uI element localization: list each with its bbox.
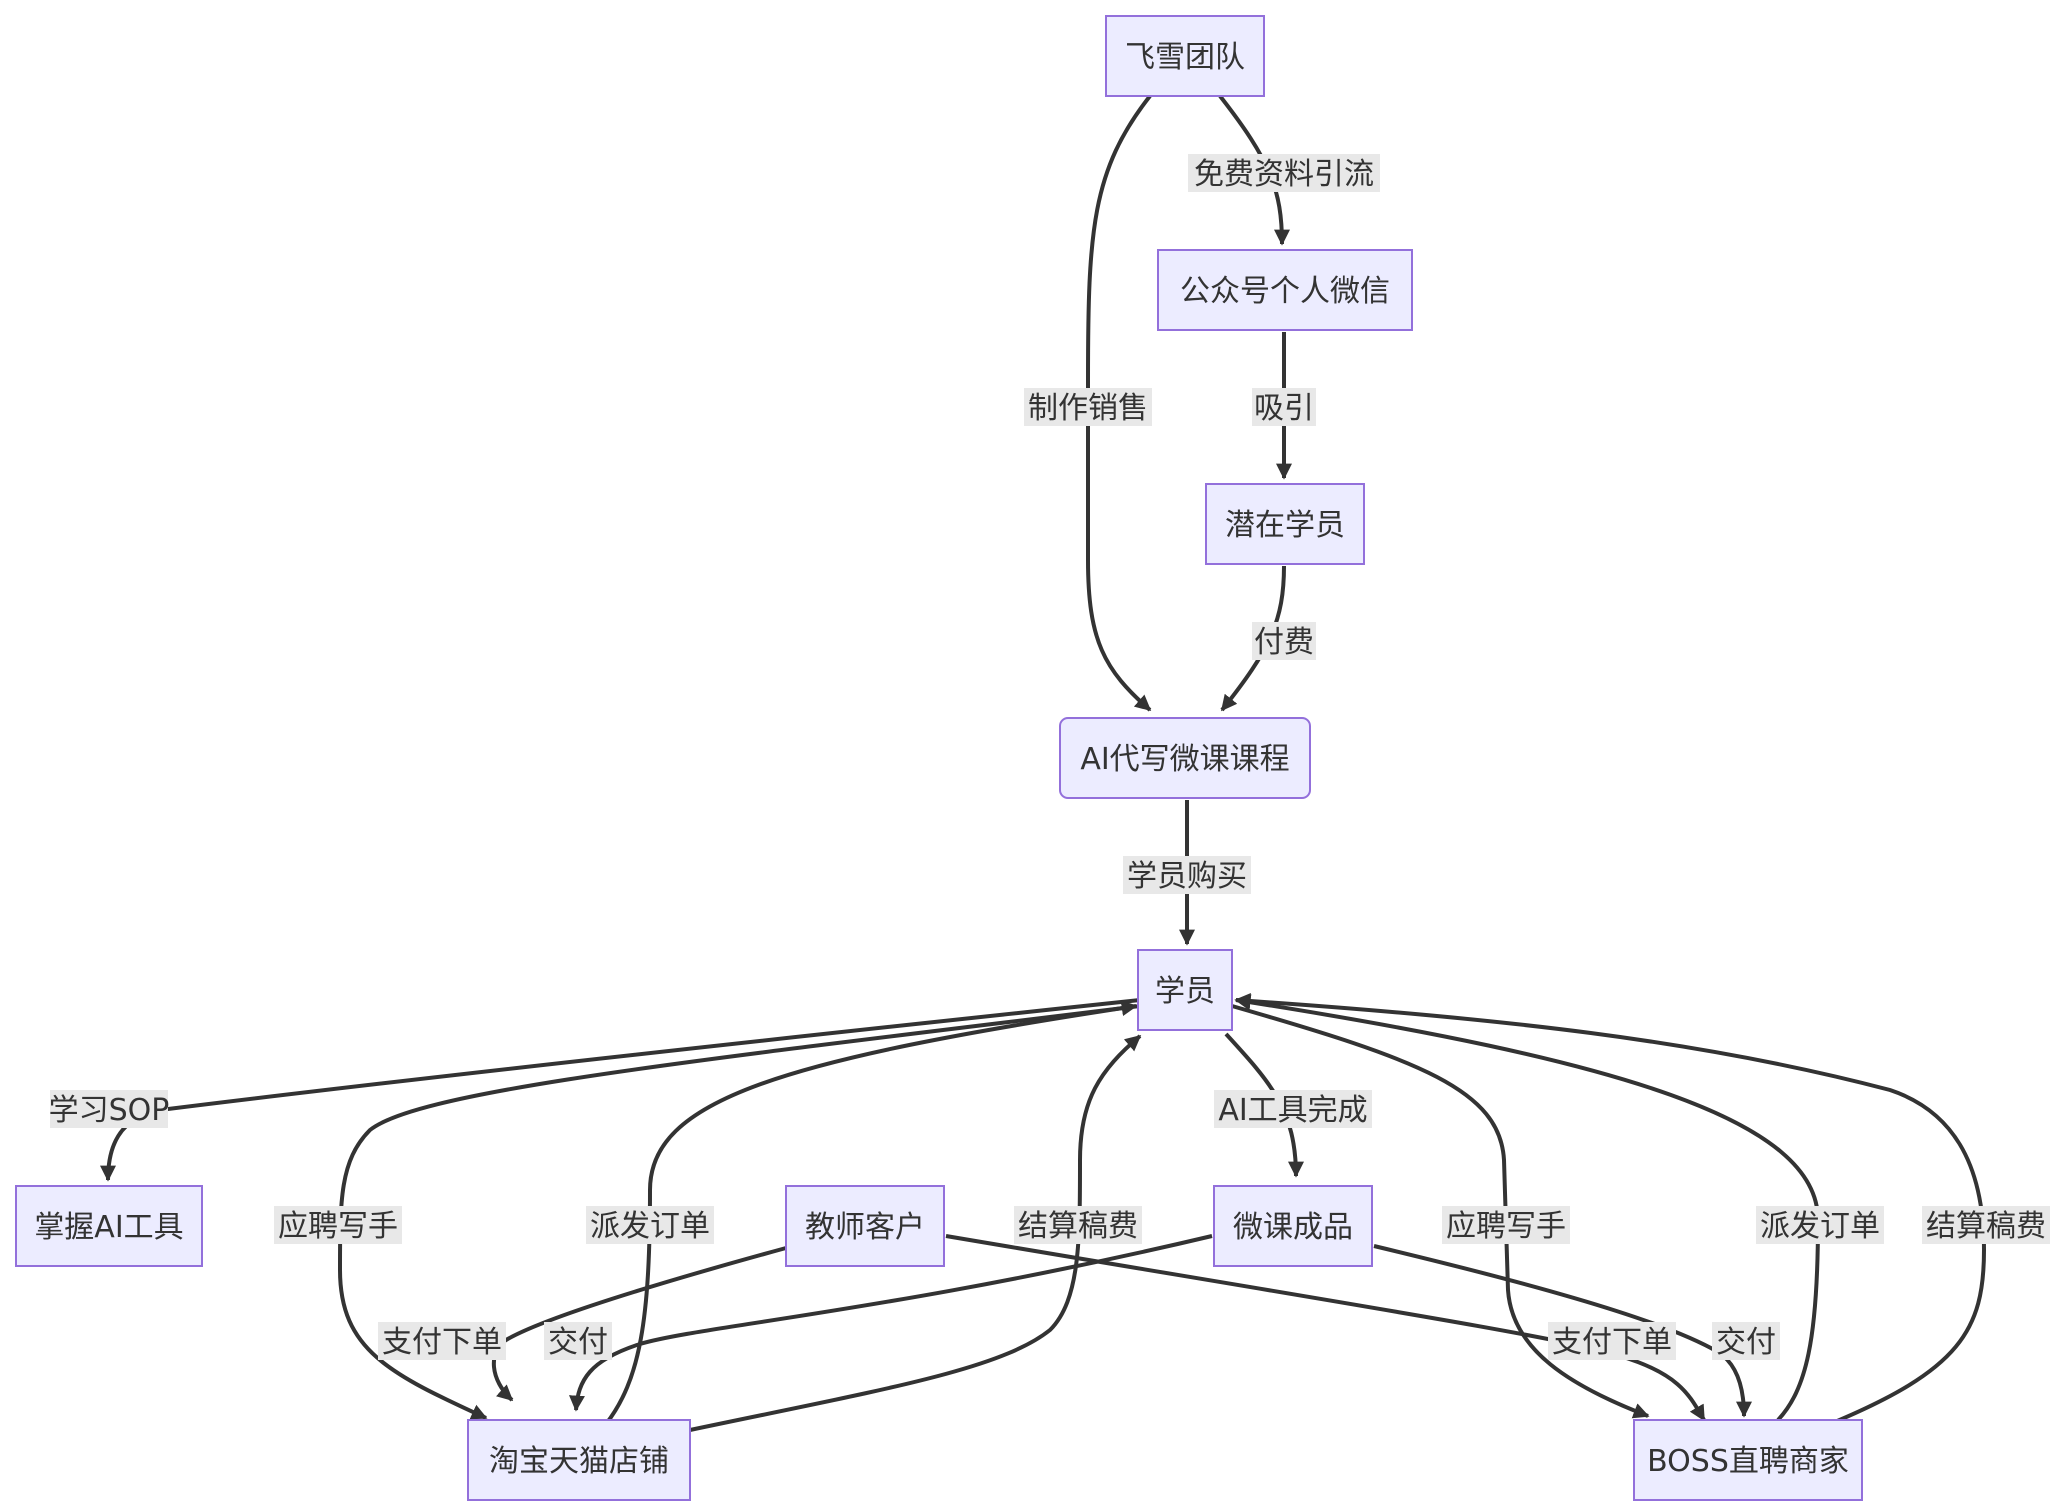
edge-label-settle-left: 结算稿费: [1014, 1206, 1142, 1244]
svg-text:潜在学员: 潜在学员: [1225, 508, 1345, 543]
svg-text:应聘写手: 应聘写手: [278, 1209, 398, 1244]
svg-text:学员购买: 学员购买: [1127, 859, 1247, 894]
edge-label-dispatch-left: 派发订单: [586, 1206, 714, 1244]
node-teacher-clients: 教师客户: [785, 1185, 945, 1267]
svg-text:支付下单: 支付下单: [382, 1325, 502, 1360]
edge-boss-to-xueyuan-dispatch: [1234, 994, 1821, 1422]
edge-product-to-taobao: [568, 1234, 1213, 1412]
node-boss-zhipin-merchant: BOSS直聘商家: [1633, 1419, 1863, 1501]
svg-text:吸引: 吸引: [1254, 391, 1314, 426]
svg-text:交付: 交付: [1716, 1325, 1776, 1360]
edge-product-to-boss: [1373, 1244, 1752, 1418]
edge-label-make-sell: 制作销售: [1024, 388, 1152, 426]
edge-label-ai-complete: AI工具完成: [1214, 1090, 1372, 1128]
svg-text:结算稿费: 结算稿费: [1926, 1209, 2046, 1244]
svg-text:AI代写微课课程: AI代写微课课程: [1080, 742, 1289, 777]
edge-xueyuan-to-boss-apply: [1231, 1004, 1650, 1419]
svg-text:学习SOP: 学习SOP: [49, 1093, 170, 1128]
edge-xueyuan-to-master: [100, 998, 1141, 1182]
edge-taobao-to-xueyuan-dispatch: [604, 1000, 1138, 1426]
edge-label-settle-right: 结算稿费: [1922, 1206, 2050, 1244]
node-taobao-tmall-store: 淘宝天猫店铺: [467, 1419, 691, 1501]
edge-label-pay-order-left: 支付下单: [378, 1322, 506, 1360]
node-microcourse-product: 微课成品: [1213, 1185, 1373, 1267]
svg-text:派发订单: 派发订单: [590, 1209, 710, 1244]
edge-xueyuan-to-taobao-apply: [337, 1004, 1141, 1420]
edge-label-deliver-left: 交付: [544, 1322, 612, 1360]
edge-label-pay-order-right: 支付下单: [1548, 1322, 1676, 1360]
edge-label-apply-writer-right: 应聘写手: [1442, 1206, 1570, 1244]
svg-text:免费资料引流: 免费资料引流: [1194, 157, 1374, 192]
svg-text:制作销售: 制作销售: [1028, 391, 1148, 426]
edge-label-attract: 吸引: [1252, 388, 1316, 426]
svg-text:派发订单: 派发订单: [1760, 1209, 1880, 1244]
edge-boss-to-xueyuan-settle: [1234, 992, 1987, 1426]
svg-text:飞雪团队: 飞雪团队: [1125, 40, 1245, 75]
svg-text:应聘写手: 应聘写手: [1446, 1209, 1566, 1244]
node-student: 学员: [1137, 949, 1233, 1031]
edge-label-apply-writer-left: 应聘写手: [274, 1206, 402, 1244]
svg-text:微课成品: 微课成品: [1233, 1210, 1353, 1245]
edge-feixue-to-course: [1086, 94, 1152, 712]
edge-taobao-to-xueyuan-settle: [689, 1034, 1142, 1432]
svg-text:教师客户: 教师客户: [805, 1210, 925, 1245]
edge-label-dispatch-right: 派发订单: [1756, 1206, 1884, 1244]
node-master-ai-tools: 掌握AI工具: [15, 1185, 203, 1267]
edge-label-student-buy: 学员购买: [1123, 856, 1251, 894]
edge-teacher-to-taobao: [491, 1246, 787, 1402]
svg-text:BOSS直聘商家: BOSS直聘商家: [1647, 1444, 1849, 1479]
edge-teacher-to-boss: [945, 1234, 1706, 1422]
edge-label-free-materials: 免费资料引流: [1188, 154, 1380, 192]
svg-text:交付: 交付: [548, 1325, 608, 1360]
svg-text:AI工具完成: AI工具完成: [1218, 1093, 1367, 1128]
edge-label-learn-sop: 学习SOP: [49, 1090, 170, 1128]
node-ai-microcourse: AI代写微课课程: [1059, 717, 1311, 799]
node-potential-students: 潜在学员: [1205, 483, 1365, 565]
svg-text:支付下单: 支付下单: [1552, 1325, 1672, 1360]
edge-label-pay: 付费: [1252, 622, 1316, 660]
svg-text:学员: 学员: [1155, 974, 1215, 1009]
svg-text:淘宝天猫店铺: 淘宝天猫店铺: [489, 1444, 669, 1479]
edge-label-deliver-right: 交付: [1712, 1322, 1780, 1360]
node-official-account-wechat: 公众号个人微信: [1157, 249, 1413, 331]
svg-text:公众号个人微信: 公众号个人微信: [1180, 274, 1390, 309]
node-feixue-team: 飞雪团队: [1105, 15, 1265, 97]
svg-text:结算稿费: 结算稿费: [1018, 1209, 1138, 1244]
svg-text:付费: 付费: [1254, 625, 1314, 660]
svg-text:掌握AI工具: 掌握AI工具: [34, 1210, 183, 1245]
